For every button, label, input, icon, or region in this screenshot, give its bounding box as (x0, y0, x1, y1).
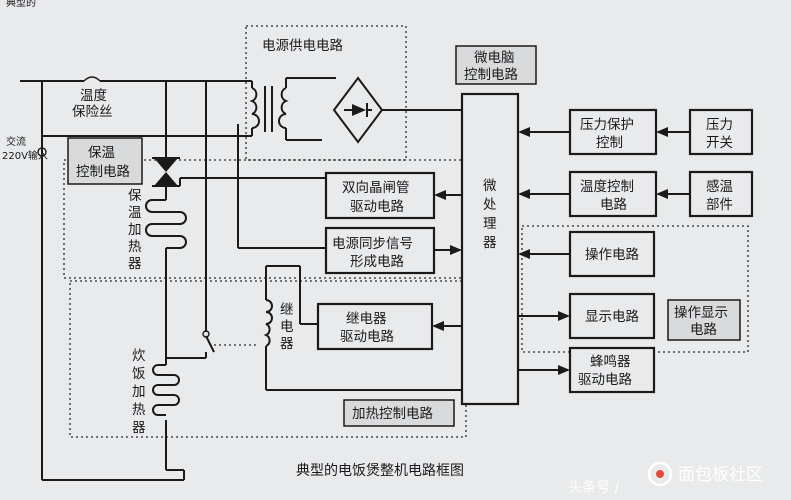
heating-control-label: 加热控制电路 (352, 406, 433, 422)
pressure-protect-label-2: 控制 (596, 135, 623, 151)
relay-label: 继电器 (280, 302, 294, 352)
rectifier-bridge-icon (332, 76, 464, 144)
op-display-group-label-1: 操作显示 (674, 305, 728, 321)
watermark-site: 面包板社区 (678, 465, 763, 485)
mcu-control-label-2: 控制电路 (464, 67, 518, 83)
relay-coil-icon (263, 299, 273, 347)
keep-warm-control-label-1: 保温 (88, 145, 115, 161)
watermark: 头条号 / 面包板社区 (568, 461, 763, 496)
watermark-author: 头条号 / (568, 479, 619, 496)
triac-driver-label-2: 驱动电路 (350, 199, 404, 215)
triac-driver-box (324, 171, 436, 220)
mcu-to-display-arrow-icon (518, 311, 570, 321)
pressure-switch-to-protect-arrow-icon (656, 127, 690, 137)
transformer-icon (249, 86, 289, 132)
pressure-protect-to-mcu-arrow-icon (518, 127, 570, 137)
mcu-to-buzzer-arrow-icon (518, 365, 570, 375)
buzzer-driver-box (568, 346, 656, 394)
display-label: 显示电路 (585, 309, 639, 325)
keep-warm-heater-label: 保温加热器 (128, 188, 142, 272)
power-supply-label: 电源供电电路 (262, 38, 343, 54)
buzzer-driver-label-2: 驱动电路 (578, 372, 632, 388)
pressure-switch-box (688, 108, 754, 156)
cook-heater-label: 炊饭加热器 (132, 348, 146, 436)
keep-warm-control-box (67, 137, 143, 185)
microprocessor-box (460, 92, 520, 406)
temp-sensor-label-2: 部件 (706, 197, 733, 213)
relay-driver-label-1: 继电器 (346, 311, 387, 327)
triac-icon (152, 157, 180, 187)
heating-control-box (343, 399, 455, 427)
watermark-logo-icon (647, 461, 673, 487)
pressure-protect-label-1: 压力保护 (580, 117, 634, 133)
temp-sensor-to-control-arrow-icon (656, 189, 690, 199)
sync-signal-label-2: 形成电路 (350, 254, 404, 270)
temp-sensor-label-1: 感温 (706, 178, 733, 195)
temp-control-label-1: 温度控制 (580, 179, 634, 195)
temp-control-to-mcu-arrow-icon (518, 189, 570, 199)
op-display-group-box (667, 299, 741, 341)
mcu-to-triac-arrow-icon (434, 190, 462, 200)
mcu-to-relay-driver-arrow-icon (432, 321, 462, 331)
ac-input-label-2: 220V输入 (2, 149, 48, 162)
operation-label: 操作电路 (585, 247, 639, 263)
temp-control-label-2: 电路 (600, 197, 628, 213)
power-supply-region (245, 25, 407, 161)
keep-warm-heater-icon (145, 199, 187, 249)
fuse-label-1: 温度 (80, 88, 107, 104)
diagram-title: 典型的电饭煲整机电路框图 (296, 462, 464, 479)
ac-input-label-1: 交流 (6, 135, 26, 148)
sync-signal-box (324, 226, 436, 275)
pressure-switch-label-1: 压力 (706, 117, 733, 133)
op-display-group-label-2: 电路 (690, 322, 718, 338)
buzzer-driver-label-1: 蜂鸣器 (590, 353, 631, 370)
relay-driver-box (316, 302, 434, 351)
microprocessor-label: 微处理器 (483, 178, 497, 251)
operation-box (568, 230, 656, 278)
mcu-control-box (455, 45, 537, 85)
sync-to-mcu-arrow-icon (434, 245, 462, 255)
mcu-control-label-1: 微电脑 (474, 50, 515, 66)
triac-driver-label-1: 双向晶闸管 (342, 180, 410, 196)
top-strip-text: 典型的 (6, 0, 36, 9)
operation-to-mcu-arrow-icon (518, 249, 570, 259)
fuse-label-2: 保险丝 (72, 104, 113, 120)
sync-signal-label-1: 电源同步信号 (332, 236, 413, 252)
keep-warm-control-label-2: 控制电路 (76, 164, 130, 180)
relay-driver-label-2: 驱动电路 (340, 329, 394, 345)
heating-control-region (69, 280, 467, 438)
pressure-switch-label-2: 开关 (706, 135, 733, 151)
cook-heater-icon (152, 364, 180, 416)
